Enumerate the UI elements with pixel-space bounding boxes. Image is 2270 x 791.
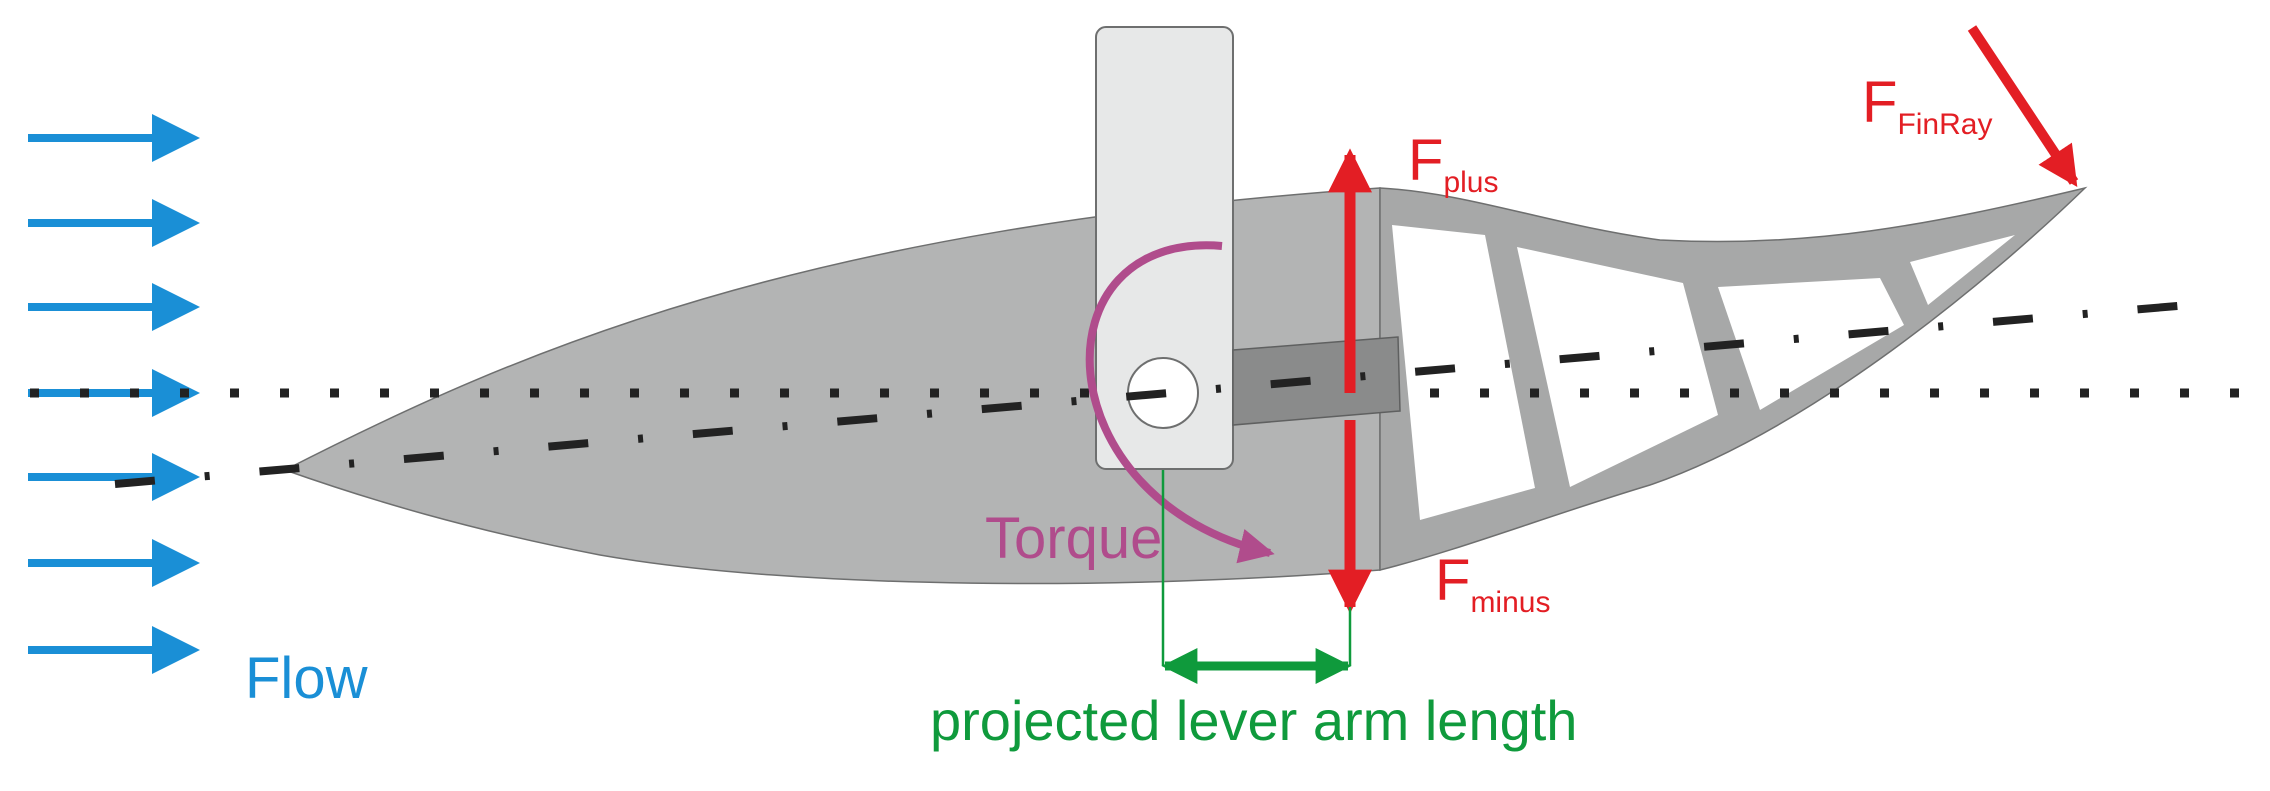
finray-structure (1379, 186, 2088, 571)
flow-arrows (28, 114, 200, 674)
chord-dashdot-line (114, 300, 2201, 488)
finray-cell-2 (1517, 247, 1718, 487)
finray-cell-1 (1392, 225, 1535, 520)
f-finray-label: FFinRay (1862, 70, 1992, 141)
flow-label: Flow (245, 646, 369, 711)
f-minus-label: Fminus (1435, 548, 1550, 619)
rod (1232, 336, 1401, 426)
lever-arm (1161, 470, 1352, 684)
torque-arrow-icon (1085, 241, 1275, 564)
finray-cell-4 (1910, 235, 2015, 305)
lever-arm-label: projected lever arm length (930, 689, 1577, 752)
f-plus-label: Fplus (1408, 128, 1498, 199)
finray-cell-3 (1718, 278, 1904, 410)
torque-label: Torque (985, 506, 1162, 571)
force-arrow-icon (1967, 25, 2079, 188)
